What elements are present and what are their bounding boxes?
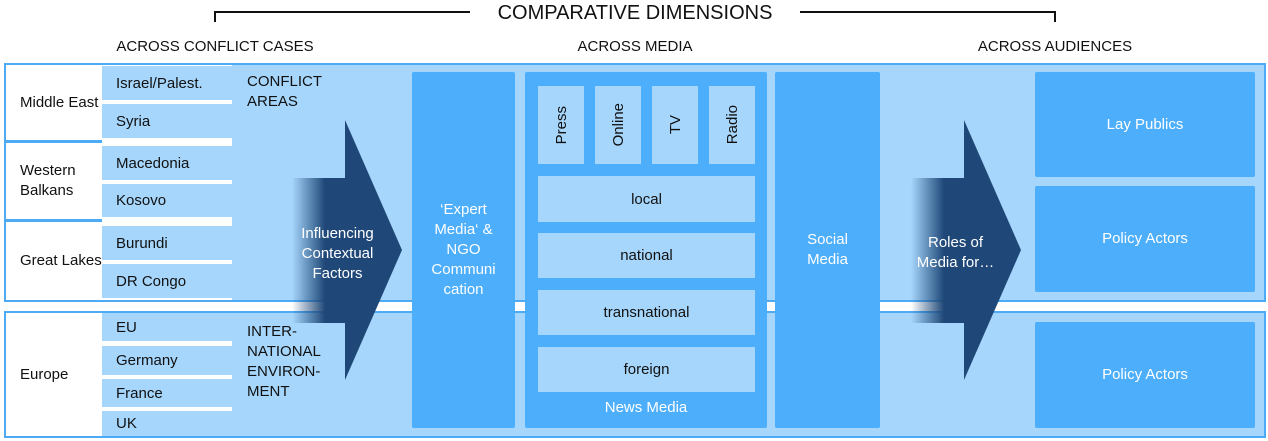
media-type-online: Online (595, 86, 641, 164)
media-type-label: Radio (723, 105, 741, 145)
social-media-box: Social Media (775, 72, 880, 428)
region-great-lakes: Great Lakes (6, 222, 102, 300)
level-local: local (538, 176, 755, 222)
international-environment-label: INTER- NATIONAL ENVIRON- MENT (247, 323, 321, 400)
country-kosovo: Kosovo (102, 184, 232, 217)
country-macedonia: Macedonia (102, 146, 232, 180)
influencing-arrow-label: Influencing Contextual Factors (301, 225, 374, 282)
level-transnational: transnational (538, 290, 755, 335)
country-dr-congo: DR Congo (102, 264, 232, 298)
region-middle-east: Middle East (6, 65, 102, 140)
audience-policy-actors-conflict: Policy Actors (1035, 186, 1255, 292)
column-header-conflict: ACROSS CONFLICT CASES (116, 38, 314, 55)
media-type-tv: TV (652, 86, 698, 164)
country-france: France (102, 379, 232, 407)
country-israel-palestine: Israel/Palest. (102, 66, 232, 100)
level-foreign: foreign (538, 347, 755, 392)
media-type-label: TV (666, 115, 684, 135)
expert-media-box: ‘Expert Media‘ & NGO Communi cation (412, 72, 515, 428)
header-bracket (214, 11, 1056, 22)
region-western-balkans: Western Balkans (6, 143, 102, 219)
roles-arrow-label: Roles of Media for… (916, 234, 995, 271)
country-burundi: Burundi (102, 226, 232, 260)
level-national: national (538, 233, 755, 278)
audience-lay-publics: Lay Publics (1035, 72, 1255, 177)
page-title: COMPARATIVE DIMENSIONS (497, 2, 773, 24)
country-germany: Germany (102, 346, 232, 375)
country-uk: UK (102, 411, 232, 436)
media-type-label: Online (609, 103, 627, 147)
conflict-areas-label: CONFLICT AREAS (247, 73, 322, 110)
media-type-press: Press (538, 86, 584, 164)
roles-arrow (911, 120, 1021, 380)
audience-policy-actors-international: Policy Actors (1035, 322, 1255, 428)
country-eu: EU (102, 313, 232, 341)
news-media-label: News Media (604, 399, 688, 416)
column-header-media: ACROSS MEDIA (577, 38, 693, 55)
country-syria: Syria (102, 104, 232, 138)
media-type-label: Press (552, 105, 570, 145)
media-type-radio: Radio (709, 86, 755, 164)
region-europe: Europe (6, 313, 102, 436)
column-header-audiences: ACROSS AUDIENCES (977, 38, 1133, 55)
influencing-arrow (292, 120, 402, 380)
